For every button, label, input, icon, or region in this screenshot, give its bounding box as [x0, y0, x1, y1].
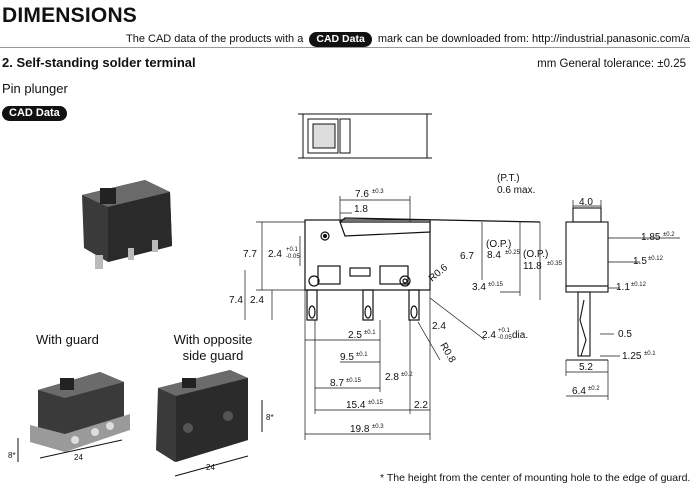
opposite-guard-photo [156, 370, 263, 477]
opposite-dim-8: 8* [266, 413, 274, 422]
side-dimension-labels: 4.0 1.85 ±0.2 1.5 ±0.12 1.1 ±0.12 0.5 1.… [572, 197, 675, 397]
page-title: DIMENSIONS [2, 4, 138, 27]
dim-3-4: 3.4 [472, 282, 486, 293]
side-view [565, 200, 609, 400]
dim-2-4-a: 2.4 [268, 249, 282, 260]
dim-1-85: 1.85 [641, 232, 661, 243]
dim-1-25: 1.25 [622, 351, 642, 362]
dim-pt-value: 0.6 max. [497, 185, 535, 196]
dim-op1-label: (O.P.) [486, 239, 511, 250]
guard-photo [17, 372, 130, 462]
dim-7-6: 7.6 [355, 189, 369, 200]
dim-19-8-tol: ±0.3 [372, 424, 384, 430]
cad-note-before: The CAD data of the products with a [126, 33, 304, 45]
dim-hole-suffix: dia. [512, 330, 528, 341]
dim-7-4: 7.4 [229, 295, 243, 306]
dim-2-8: 2.8 [385, 372, 399, 383]
dim-2-5-tol: ±0.1 [364, 330, 376, 336]
dim-9-5: 9.5 [340, 352, 354, 363]
dim-5-2: 5.2 [579, 362, 593, 373]
dim-8-7-tol: ±0.15 [346, 378, 362, 384]
cad-data-badge: CAD Data [309, 32, 372, 47]
dim-op2-label: (O.P.) [523, 249, 548, 260]
guard-dim-24: 24 [74, 453, 83, 462]
dim-r0-8: R0.8 [437, 341, 457, 365]
dim-2-4-b: 2.4 [250, 295, 264, 306]
dim-op2-tol: ±0.35 [547, 261, 563, 267]
dim-2-4-a-tol-top: +0.1 [286, 247, 299, 253]
dim-1-85-tol: ±0.2 [663, 232, 675, 238]
dim-1-8: 1.8 [354, 204, 368, 215]
opposite-guard-caption-line2: side guard [182, 348, 244, 363]
dim-hole-tol-bot: -0.05 [498, 335, 512, 341]
dim-8-7: 8.7 [330, 378, 344, 389]
dim-6-7: 6.7 [460, 251, 474, 262]
section-subtitle: Pin plunger [2, 81, 68, 96]
dim-6-4: 6.4 [572, 386, 586, 397]
dim-1-5-tol: ±0.12 [648, 256, 664, 262]
header-divider [0, 47, 690, 48]
switch-photo [82, 180, 172, 269]
dim-1-25-tol: ±0.1 [644, 351, 656, 357]
general-tolerance: mm General tolerance: ±0.25 [537, 58, 686, 70]
front-view [304, 217, 541, 321]
dim-hole-tol-top: +0.1 [498, 328, 511, 334]
dim-19-8: 19.8 [350, 424, 370, 435]
dim-op1-tol: ±0.25 [505, 250, 521, 256]
dim-2-5: 2.5 [348, 330, 362, 341]
dim-15-4-tol: ±0.15 [368, 400, 384, 406]
cad-download-note: The CAD data of the products with a CAD … [126, 32, 690, 47]
dim-1-1: 1.1 [616, 282, 630, 293]
dim-2-8-tol: ±0.2 [401, 372, 413, 378]
dim-1-5: 1.5 [633, 256, 647, 267]
with-guard-caption: With guard [36, 332, 99, 347]
guard-dim-8: 8* [8, 451, 16, 460]
dim-7-6-tol: ±0.3 [372, 189, 384, 195]
dim-7-7: 7.7 [243, 249, 257, 260]
front-dimension-lines [244, 196, 541, 440]
dim-2-2: 2.2 [414, 400, 428, 411]
cad-data-badge-2: CAD Data [2, 106, 67, 121]
dim-9-5-tol: ±0.1 [356, 352, 368, 358]
dim-pt-label: (P.T.) [497, 173, 520, 184]
dim-6-4-tol: ±0.2 [588, 386, 600, 392]
dim-15-4: 15.4 [346, 400, 366, 411]
side-dimension-lines [566, 205, 680, 397]
front-dimension-labels: (P.T.) 0.6 max. 7.6 ±0.3 1.8 7.7 2.4 +0.… [229, 173, 563, 435]
section-title: 2. Self-standing solder terminal [2, 55, 196, 70]
dim-3-4-tol: ±0.15 [488, 282, 504, 288]
footnote: * The height from the center of mounting… [380, 472, 690, 484]
dim-op2-value: 11.8 [523, 261, 542, 272]
dim-hole: 2.4 [482, 330, 496, 341]
dim-2-4-a-tol-bot: -0.05 [286, 254, 300, 260]
top-view [298, 113, 432, 159]
opposite-dim-24: 24 [206, 463, 215, 472]
dim-4-0: 4.0 [579, 197, 593, 208]
dim-2-4-c: 2.4 [432, 321, 446, 332]
dim-op1-value: 8.4 [487, 250, 501, 261]
dim-0-5: 0.5 [618, 329, 632, 340]
cad-data-link[interactable]: CAD Data [2, 103, 67, 121]
opposite-guard-caption: With opposite side guard [168, 332, 258, 364]
dim-1-1-tol: ±0.12 [631, 282, 647, 288]
opposite-guard-caption-line1: With opposite [173, 332, 253, 347]
cad-note-after: mark can be downloaded from: http://indu… [377, 33, 690, 45]
